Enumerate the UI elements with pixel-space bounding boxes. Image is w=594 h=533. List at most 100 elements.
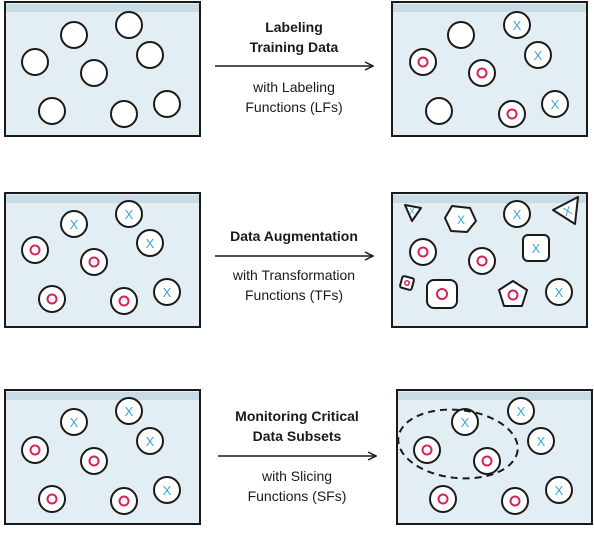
circle-mark-icon bbox=[421, 444, 433, 456]
x-mark-icon: X bbox=[125, 207, 134, 222]
title-line-1: Monitoring Critical bbox=[235, 408, 359, 424]
node-unlabeled bbox=[447, 21, 475, 49]
node-x-mark: X bbox=[541, 90, 569, 118]
panel-labeled-data: X X X X bbox=[4, 389, 201, 525]
node-circle-mark-square bbox=[426, 279, 458, 309]
circle-mark-icon bbox=[437, 493, 449, 505]
node-circle-mark bbox=[409, 48, 437, 76]
circle-mark-icon bbox=[507, 289, 519, 301]
node-circle-mark bbox=[468, 59, 496, 87]
x-mark-icon: X bbox=[146, 434, 155, 449]
panel-labeled-data: X X X bbox=[391, 1, 588, 137]
row-labeling: Labeling Training Data with Labeling Fun… bbox=[4, 1, 588, 137]
node-circle-mark bbox=[468, 247, 496, 275]
subtitle-line-1: with Labeling bbox=[252, 79, 335, 95]
slice-boundary bbox=[397, 408, 519, 480]
node-unlabeled bbox=[38, 97, 66, 125]
subtitle-line-2: Functions (SFs) bbox=[248, 488, 347, 504]
circle-mark-icon bbox=[118, 495, 130, 507]
x-mark-icon: X bbox=[555, 285, 564, 300]
node-x-mark: X bbox=[60, 408, 88, 436]
node-circle-mark bbox=[413, 436, 441, 464]
node-circle-mark bbox=[110, 487, 138, 515]
node-circle-mark-pentagon bbox=[498, 280, 528, 307]
circle-mark-icon bbox=[88, 256, 100, 268]
x-mark-icon: X bbox=[513, 18, 522, 33]
subtitle-line-1: with Transformation bbox=[232, 267, 355, 283]
node-x-mark: X bbox=[451, 408, 479, 436]
circle-mark-icon bbox=[417, 56, 429, 68]
node-x-mark: X bbox=[545, 278, 573, 306]
panel-labeled-data: X X X X bbox=[4, 192, 201, 328]
circle-mark-icon bbox=[481, 455, 493, 467]
node-circle-mark bbox=[429, 485, 457, 513]
circle-mark-icon bbox=[436, 288, 448, 300]
node-unlabeled bbox=[425, 97, 453, 125]
title-line-1: Data Augmentation bbox=[230, 228, 358, 244]
x-mark-icon: X bbox=[555, 483, 564, 498]
x-mark-icon: X bbox=[125, 404, 134, 419]
x-mark-icon: X bbox=[551, 97, 560, 112]
node-x-mark: X bbox=[503, 11, 531, 39]
circle-mark-icon bbox=[506, 108, 518, 120]
node-x-mark: X bbox=[60, 210, 88, 238]
node-x-mark: X bbox=[153, 278, 181, 306]
circle-mark-icon bbox=[46, 293, 58, 305]
node-unlabeled bbox=[153, 90, 181, 118]
node-unlabeled bbox=[60, 21, 88, 49]
subtitle-line-2: Functions (LFs) bbox=[245, 99, 342, 115]
node-circle-mark bbox=[21, 236, 49, 264]
circle-mark-icon bbox=[88, 455, 100, 467]
node-circle-mark bbox=[21, 436, 49, 464]
panel-unlabeled-data bbox=[4, 1, 201, 137]
subtitle-line-2: Functions (TFs) bbox=[245, 287, 343, 303]
x-mark-icon: X bbox=[537, 434, 546, 449]
node-x-mark-polygon: X bbox=[444, 205, 477, 233]
circle-mark-icon bbox=[404, 280, 410, 286]
node-unlabeled bbox=[21, 48, 49, 76]
x-mark-icon: X bbox=[532, 241, 541, 256]
node-x-mark-square: X bbox=[522, 234, 550, 262]
x-mark-icon: X bbox=[146, 236, 155, 251]
x-mark-icon: X bbox=[163, 285, 172, 300]
x-mark-icon: X bbox=[513, 207, 522, 222]
x-mark-icon: X bbox=[163, 483, 172, 498]
title-line-2: Training Data bbox=[250, 39, 339, 55]
circle-mark-icon bbox=[29, 444, 41, 456]
panel-sliced-data: X X X X bbox=[396, 389, 593, 525]
transform-label-labeling: Labeling Training Data with Labeling Fun… bbox=[215, 19, 373, 115]
node-x-mark: X bbox=[136, 229, 164, 257]
subtitle-line-1: with Slicing bbox=[261, 468, 332, 484]
x-mark-icon: X bbox=[70, 415, 79, 430]
circle-mark-icon bbox=[46, 493, 58, 505]
x-mark-icon: X bbox=[457, 213, 465, 227]
node-circle-mark bbox=[501, 487, 529, 515]
node-x-mark: X bbox=[115, 200, 143, 228]
node-circle-mark-square bbox=[399, 275, 415, 291]
node-x-mark: X bbox=[115, 397, 143, 425]
x-mark-icon: X bbox=[517, 404, 526, 419]
node-x-mark: X bbox=[136, 427, 164, 455]
circle-mark-icon bbox=[118, 295, 130, 307]
transform-label-augmentation: Data Augmentation with Transformation Fu… bbox=[215, 228, 373, 303]
node-x-mark: X bbox=[507, 397, 535, 425]
node-x-mark: X bbox=[527, 427, 555, 455]
node-circle-mark bbox=[80, 447, 108, 475]
row-slicing: X X X X Monitoring Critical Data Subsets… bbox=[4, 389, 593, 525]
node-x-mark: X bbox=[545, 476, 573, 504]
title-line-2: Data Subsets bbox=[253, 428, 342, 444]
panel-augmented-data: X X X X X bbox=[391, 192, 588, 328]
node-circle-mark bbox=[110, 287, 138, 315]
node-unlabeled bbox=[80, 59, 108, 87]
node-circle-mark bbox=[38, 485, 66, 513]
circle-mark-icon bbox=[476, 255, 488, 267]
row-augmentation: X X X X Data Augmentation with Transform… bbox=[4, 192, 588, 328]
node-circle-mark bbox=[38, 285, 66, 313]
x-mark-icon: X bbox=[70, 217, 79, 232]
node-circle-mark bbox=[80, 248, 108, 276]
node-circle-mark bbox=[409, 238, 437, 266]
title-line-1: Labeling bbox=[265, 19, 323, 35]
node-x-mark: X bbox=[153, 476, 181, 504]
node-x-mark: X bbox=[524, 41, 552, 69]
